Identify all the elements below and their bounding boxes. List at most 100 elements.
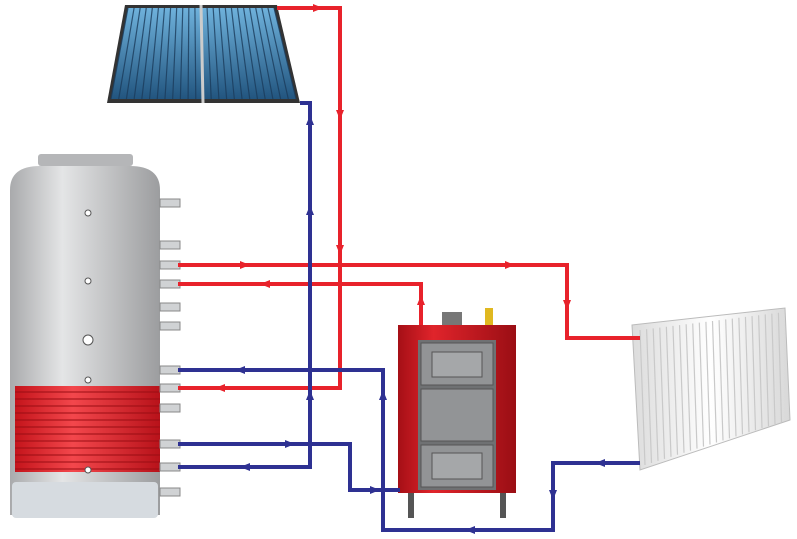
hot-pipe-boiler-flow xyxy=(178,282,423,325)
solar-tube xyxy=(242,7,259,100)
radiator-fin xyxy=(777,312,783,423)
radiator-fin xyxy=(639,329,646,466)
radiator-fin xyxy=(744,316,750,433)
flow-arrow-icon xyxy=(235,366,245,374)
radiator xyxy=(631,307,791,471)
solar-tubes xyxy=(110,7,297,100)
radiator-fin xyxy=(725,319,731,439)
tank-connection-port xyxy=(159,240,181,250)
solar-tube xyxy=(118,7,135,100)
radiator-fin xyxy=(731,318,737,437)
solar-tube xyxy=(125,7,141,100)
radiator-fin xyxy=(665,326,672,457)
sensor-port xyxy=(84,466,92,474)
boiler-leg xyxy=(500,493,506,518)
solar-tube xyxy=(148,7,160,100)
solar-tube xyxy=(141,7,153,100)
solar-tube xyxy=(194,7,197,100)
tank-connection-port xyxy=(159,365,181,375)
flow-arrow-icon xyxy=(465,526,475,534)
flow-arrow-icon xyxy=(306,205,314,215)
flow-arrow-icon xyxy=(595,459,605,467)
tank-connection-port xyxy=(159,321,181,331)
sensor-port xyxy=(84,376,92,384)
tank-connection-port xyxy=(159,302,181,312)
solar-tube xyxy=(212,7,220,100)
tank-connection-port xyxy=(159,383,181,393)
radiator-fin xyxy=(751,316,757,431)
boiler-lower-door-panel xyxy=(431,452,483,480)
sensor-port xyxy=(84,209,92,217)
flow-arrow-icon xyxy=(306,115,314,125)
radiator-fins xyxy=(639,312,783,466)
solar-tube xyxy=(187,7,190,100)
solar-tube xyxy=(273,7,297,100)
flow-arrow-icon xyxy=(215,384,225,392)
flow-arrow-icon xyxy=(260,280,270,288)
solar-tube xyxy=(164,7,172,100)
flow-arrow-icon xyxy=(240,463,250,471)
radiator-fin xyxy=(645,329,653,463)
flow-arrow-icon xyxy=(379,390,387,400)
flow-arrow-icon xyxy=(336,245,344,255)
solar-tube xyxy=(249,7,266,100)
radiator-fin xyxy=(652,328,659,461)
solar-tube xyxy=(236,7,251,100)
boiler-thermostat xyxy=(485,308,493,326)
sensor-port xyxy=(82,334,94,346)
flow-arrow-icon xyxy=(370,486,380,494)
tank-connection-port xyxy=(159,279,181,289)
solar-tube xyxy=(133,7,147,100)
flow-arrow-icon xyxy=(417,295,425,305)
radiator-fin xyxy=(705,321,711,445)
hot-pipe-solar-flow xyxy=(178,6,342,390)
heat-exchanger-coil xyxy=(15,386,160,472)
solar-tube xyxy=(224,7,235,100)
flow-arrow-icon xyxy=(336,110,344,120)
solar-collector xyxy=(107,4,300,104)
solar-tube xyxy=(261,7,282,100)
tank-connection-ports xyxy=(159,198,181,497)
solar-tube xyxy=(179,7,184,100)
boiler-middle-door xyxy=(420,388,494,442)
radiator-fin xyxy=(692,323,698,449)
boiler-upper-door-panel xyxy=(431,351,483,378)
radiator-body xyxy=(631,307,791,471)
radiator-fin xyxy=(659,327,666,459)
solar-tube xyxy=(267,7,289,100)
tank-connection-port xyxy=(159,487,181,497)
radiator-fin xyxy=(678,325,685,453)
solid-fuel-boiler xyxy=(398,308,516,518)
solar-tube xyxy=(156,7,166,100)
tank-connection-port xyxy=(159,439,181,449)
solar-collector-panel xyxy=(111,8,296,99)
radiator-fin xyxy=(764,314,770,427)
solar-tube xyxy=(172,7,178,100)
flow-arrow-icon xyxy=(563,300,571,310)
radiator-fin xyxy=(738,317,744,435)
radiator-fin xyxy=(698,322,705,447)
tank-connection-port xyxy=(159,198,181,208)
storage-tank xyxy=(10,154,181,518)
solar-tube xyxy=(110,7,129,100)
tank-connection-port xyxy=(159,462,181,472)
flow-arrows xyxy=(215,4,605,534)
radiator-fin xyxy=(672,325,679,455)
flow-arrow-icon xyxy=(505,261,515,269)
boiler-flue xyxy=(442,312,462,326)
radiator-fin xyxy=(771,313,776,425)
solar-tube xyxy=(230,7,243,100)
radiator-fin xyxy=(718,320,724,441)
tank-connection-port xyxy=(159,403,181,413)
boiler-leg xyxy=(408,493,414,518)
solar-collector-divider xyxy=(199,4,205,104)
flow-arrow-icon xyxy=(549,490,557,500)
sensor-port xyxy=(84,277,92,285)
tank-bottom-cap xyxy=(12,482,158,518)
flow-arrow-icon xyxy=(285,440,295,448)
tank-sensor-ports xyxy=(82,209,94,474)
flow-arrow-icon xyxy=(240,261,250,269)
flow-arrow-icon xyxy=(306,390,314,400)
tank-top-cap xyxy=(38,154,133,166)
